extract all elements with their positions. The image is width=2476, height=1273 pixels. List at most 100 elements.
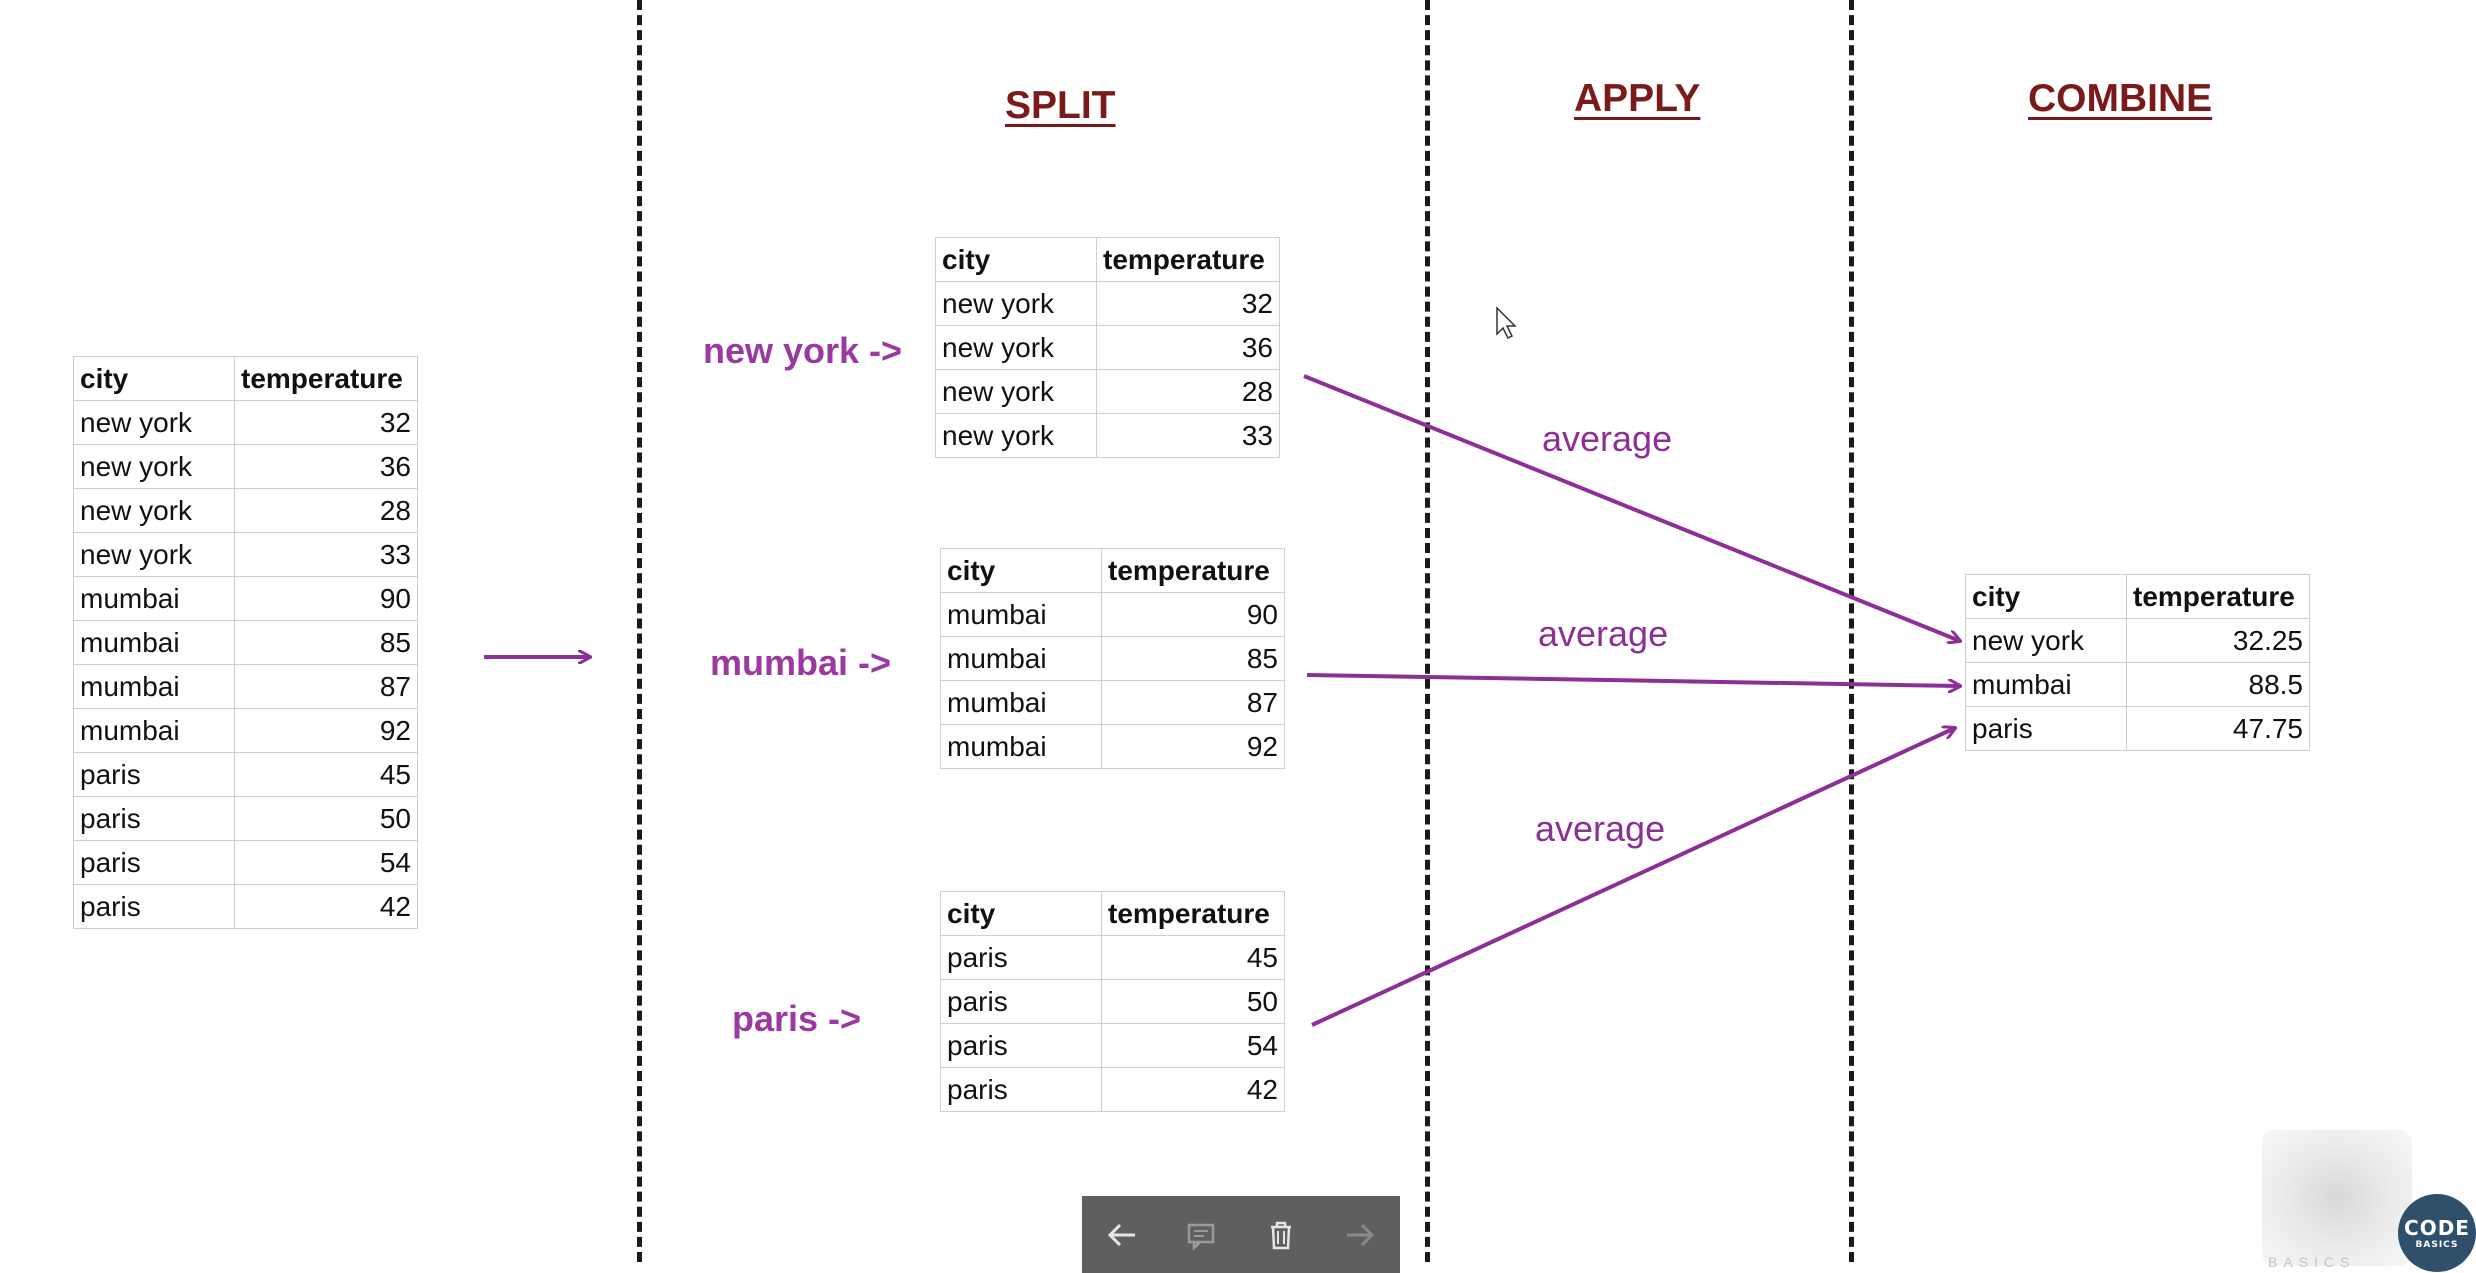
apply-label-mumbai: average [1538, 613, 1669, 654]
cell-temperature: 42 [234, 884, 418, 929]
apply-label-new-york: average [1542, 418, 1673, 459]
column-header-city: city [73, 356, 235, 401]
comment-icon [1188, 1223, 1215, 1251]
cell-city: new york [73, 400, 235, 445]
cell-temperature: 92 [234, 708, 418, 753]
cell-city: mumbai [940, 724, 1102, 769]
group-label-paris: paris -> [732, 998, 862, 1039]
cell-temperature: 85 [1101, 636, 1285, 681]
cell-temperature: 50 [234, 796, 418, 841]
cell-temperature: 87 [1101, 680, 1285, 725]
cell-temperature: 54 [1101, 1023, 1285, 1068]
cell-temperature: 87 [234, 664, 418, 709]
back-button[interactable] [1092, 1205, 1152, 1265]
cell-city: paris [73, 840, 235, 885]
column-header-temperature: temperature [1101, 891, 1285, 936]
arrow-paris-to-result [1311, 728, 1955, 1027]
table-header-row: city temperature [935, 237, 1280, 282]
cell-temperature: 42 [1101, 1067, 1285, 1112]
table-header-row: city temperature [1965, 574, 2310, 619]
logo-line2: BASICS [2415, 1240, 2459, 1250]
mouse-cursor-icon [1496, 306, 1517, 340]
cell-city: paris [73, 752, 235, 797]
apply-label-paris: average [1535, 808, 1666, 849]
cell-temperature: 32.25 [2126, 618, 2310, 663]
cell-temperature: 92 [1101, 724, 1285, 769]
cell-city: mumbai [73, 708, 235, 753]
cell-temperature: 47.75 [2126, 706, 2310, 751]
group-label-new-york: new york -> [703, 330, 903, 371]
cell-city: paris [73, 796, 235, 841]
column-header-city: city [940, 891, 1102, 936]
cell-city: paris [940, 979, 1102, 1024]
cell-city: mumbai [1965, 662, 2127, 707]
delete-button[interactable] [1251, 1205, 1311, 1265]
cell-city: new york [1965, 618, 2127, 663]
arrow-new-york-to-result [1303, 374, 1960, 641]
column-header-temperature: temperature [1101, 548, 1285, 593]
watermark-blur [2262, 1130, 2412, 1266]
cell-city: new york [73, 488, 235, 533]
cell-temperature: 88.5 [2126, 662, 2310, 707]
cell-temperature: 45 [234, 752, 418, 797]
column-header-city: city [935, 237, 1097, 282]
cell-city: mumbai [940, 680, 1102, 725]
logo-subtext: BASICS [2268, 1254, 2356, 1270]
cell-temperature: 36 [1096, 325, 1280, 370]
column-header-temperature: temperature [2126, 574, 2310, 619]
arrow-mumbai-to-result [1306, 673, 1960, 686]
group-label-mumbai: mumbai -> [710, 642, 892, 683]
heading-combine: COMBINE [2028, 77, 2213, 120]
forward-button[interactable] [1330, 1205, 1390, 1265]
cell-temperature: 90 [234, 576, 418, 621]
cell-city: mumbai [73, 620, 235, 665]
cell-city: mumbai [940, 592, 1102, 637]
column-header-temperature: temperature [234, 356, 418, 401]
cell-city: mumbai [73, 664, 235, 709]
slide-toolbar [1082, 1196, 1400, 1273]
logo-line1: CODE [2404, 1216, 2470, 1240]
cell-city: new york [935, 281, 1097, 326]
heading-apply: APPLY [1574, 77, 1701, 120]
column-header-temperature: temperature [1096, 237, 1280, 282]
cell-city: new york [935, 325, 1097, 370]
table-header-row: city temperature [73, 356, 418, 401]
cell-city: paris [940, 1067, 1102, 1112]
cell-temperature: 50 [1101, 979, 1285, 1024]
table-header-row: city temperature [940, 548, 1285, 593]
heading-split: SPLIT [1005, 84, 1116, 127]
codebasics-logo: CODE BASICS [2398, 1194, 2476, 1272]
cell-city: new york [73, 532, 235, 577]
divider-source-split [637, 0, 642, 1262]
cell-temperature: 33 [1096, 413, 1280, 458]
divider-apply-combine [1849, 0, 1854, 1262]
trash-icon [1270, 1221, 1291, 1249]
cell-temperature: 85 [234, 620, 418, 665]
cell-temperature: 90 [1101, 592, 1285, 637]
cell-city: paris [940, 935, 1102, 980]
comment-button[interactable] [1171, 1205, 1231, 1265]
cell-temperature: 28 [234, 488, 418, 533]
